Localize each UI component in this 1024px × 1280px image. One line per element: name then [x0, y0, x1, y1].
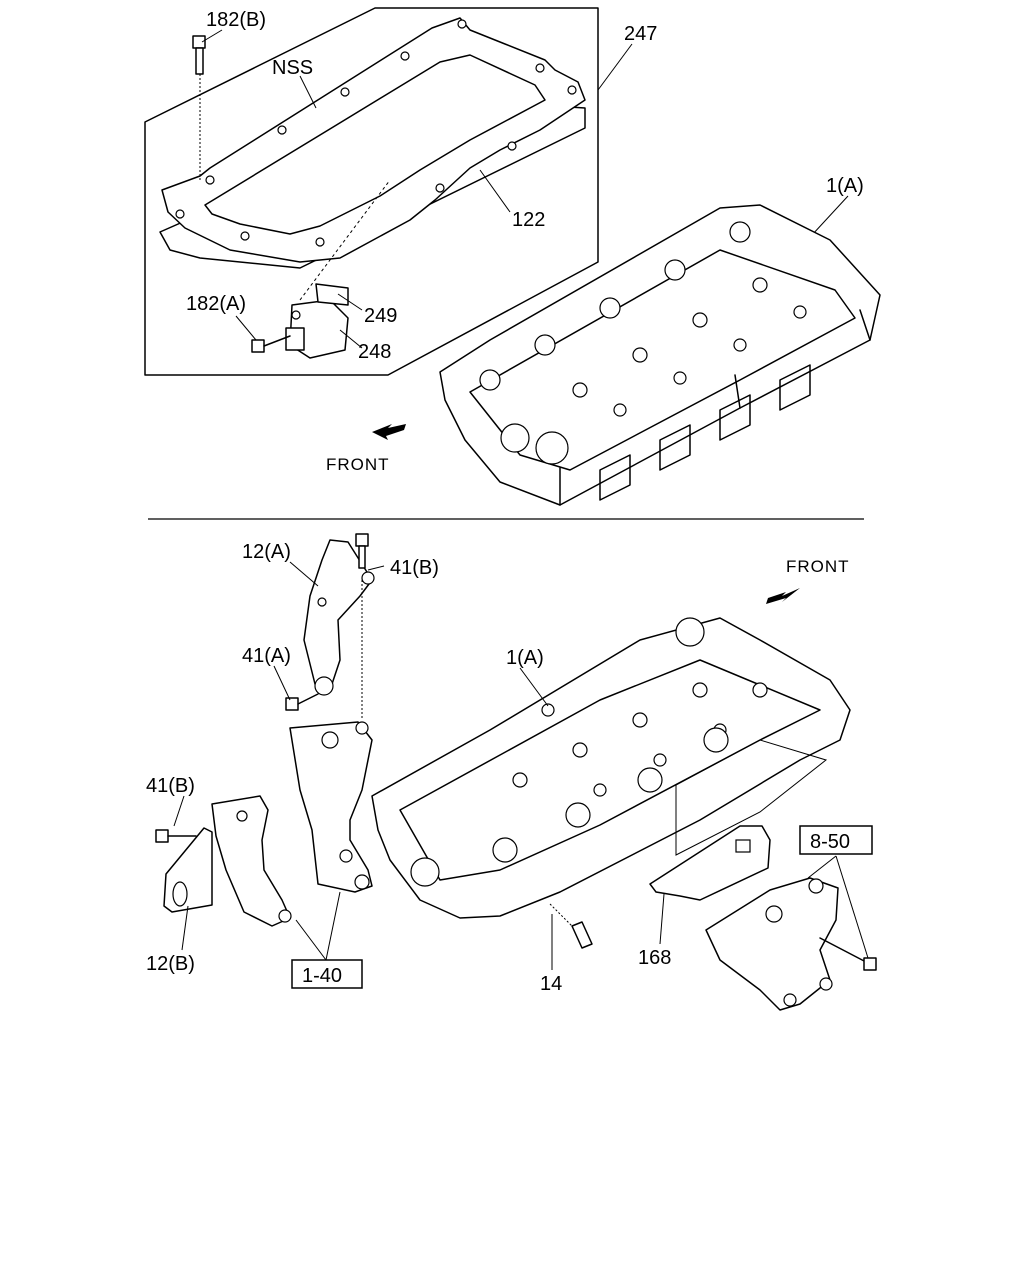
label-41b-left: 41(B): [146, 775, 195, 797]
callout-box-8-50: [799, 825, 873, 855]
label-1a-top: 1(A): [826, 175, 864, 197]
front-arrow-bottom: [766, 588, 800, 604]
bracket-8-50: [705, 877, 839, 1011]
cam-carrier-inner: [204, 54, 546, 235]
front-arrow-top: [372, 424, 406, 440]
label-182a: 182(A): [186, 293, 246, 315]
label-8-50: 8-50: [810, 831, 850, 853]
label-1-40: 1-40: [302, 965, 342, 987]
bolt-182a: [251, 335, 291, 353]
label-249: 249: [364, 305, 397, 327]
bolt-41b-left: [155, 829, 197, 843]
label-122: 122: [512, 209, 545, 231]
label-12a: 12(A): [242, 541, 291, 563]
bottom-section: 12(A) 41(B) FRONT 41(A) 1(A) 41(B) 8-50 …: [146, 533, 877, 1011]
label-182b-top: 182(B): [206, 9, 266, 31]
head-side-windows: [599, 364, 811, 501]
gasket-168-outline: [675, 739, 828, 856]
bolt-41b-top: [355, 533, 369, 720]
head-ports: [479, 221, 807, 465]
label-nss: NSS: [272, 57, 313, 79]
cam-carrier-bolt-holes: [175, 19, 577, 247]
gasket-168: [649, 825, 771, 901]
label-12b: 12(B): [146, 953, 195, 975]
label-168: 168: [638, 947, 671, 969]
callout-box-1-40: [291, 959, 363, 989]
top-section: 182(B) NSS 247 122 1(A) 182(A) 249 248 F…: [144, 7, 881, 506]
bottom-leaders: [173, 561, 869, 970]
bolt-8-50: [819, 937, 877, 971]
bracket-12b: [163, 827, 213, 913]
bracket-12a: [303, 539, 375, 696]
bolt-182b: [192, 35, 206, 180]
bracket-1-40-b: [211, 795, 292, 927]
label-41b-top: 41(B): [390, 557, 439, 579]
label-front-bottom: FRONT: [786, 557, 850, 576]
label-248: 248: [358, 341, 391, 363]
label-front-top: FRONT: [326, 455, 390, 474]
label-247: 247: [624, 23, 657, 45]
top-detail-frame: [144, 7, 599, 376]
bracket-1-40-a: [289, 721, 373, 893]
bolt-41a: [285, 693, 319, 711]
cylinder-head-bottom: [371, 617, 851, 919]
label-14: 14: [540, 973, 562, 995]
label-41a: 41(A): [242, 645, 291, 667]
bracket-249: [315, 283, 349, 306]
label-1a-bottom: 1(A): [506, 647, 544, 669]
sensor-248: [285, 299, 349, 359]
stud-14: [549, 903, 593, 949]
cylinder-head-top: [439, 204, 881, 506]
lower-head-ports: [410, 617, 768, 887]
